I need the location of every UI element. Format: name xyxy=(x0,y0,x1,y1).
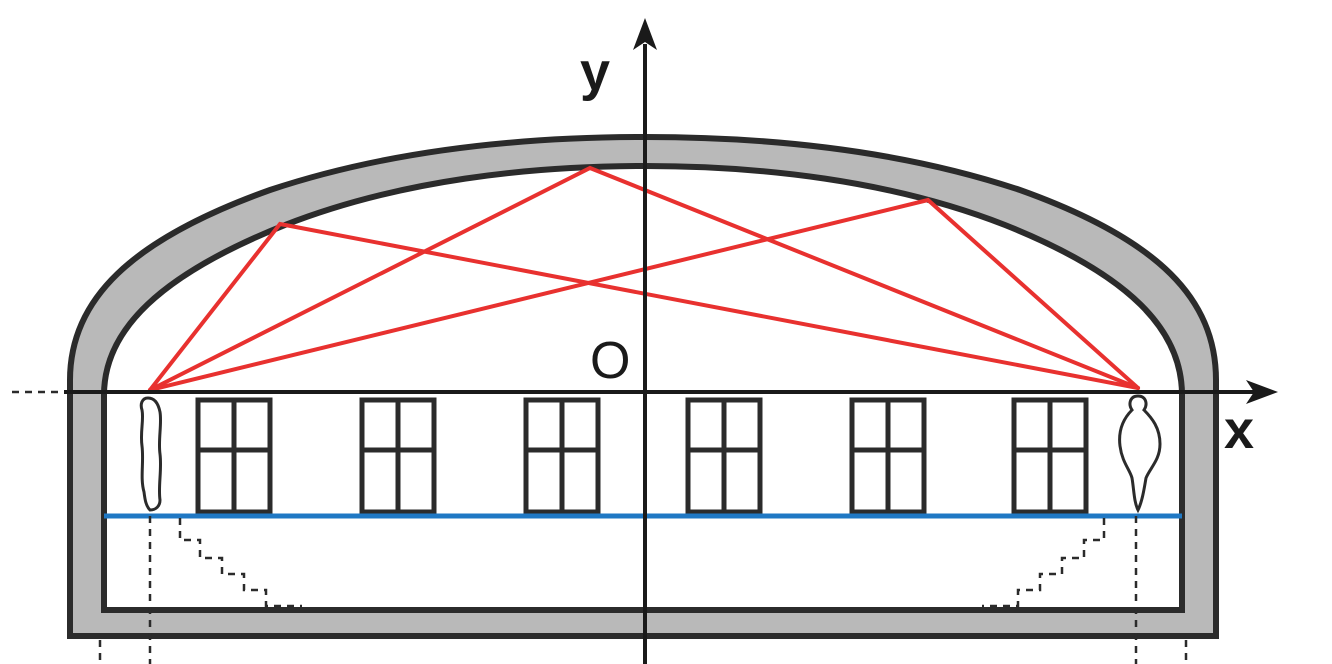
window-2 xyxy=(359,397,437,515)
windows xyxy=(195,397,1089,515)
people xyxy=(139,394,1162,514)
stairs-left xyxy=(178,518,302,608)
origin-label: O xyxy=(590,332,630,390)
sound-rays xyxy=(148,165,1140,392)
axes xyxy=(64,18,1278,664)
window-4 xyxy=(685,397,763,515)
ray-path-3 xyxy=(148,197,1140,392)
ray-path-1 xyxy=(148,221,1140,392)
y-axis-arrow-icon xyxy=(633,18,657,50)
window-1 xyxy=(195,397,273,515)
window-6 xyxy=(1011,397,1089,515)
window-3 xyxy=(523,397,601,515)
y-axis-label: y xyxy=(580,42,610,102)
dashed-guides xyxy=(12,390,1188,664)
person-left-icon xyxy=(139,396,163,512)
window-5 xyxy=(849,397,927,515)
x-axis-arrow-icon xyxy=(1246,380,1278,404)
stairs-right xyxy=(982,518,1106,608)
person-right-icon xyxy=(1118,394,1162,514)
ray-path-2 xyxy=(148,165,1140,392)
x-axis-label: x xyxy=(1224,400,1254,460)
